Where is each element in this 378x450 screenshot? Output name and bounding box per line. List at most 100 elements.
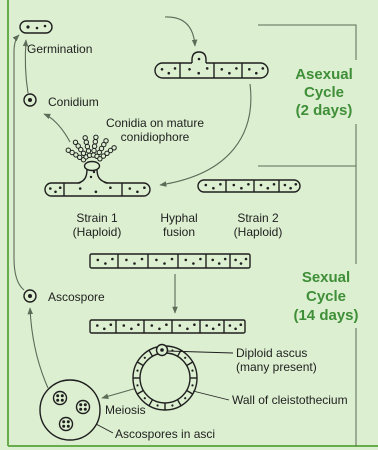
- nucleus-dot: [205, 324, 208, 327]
- ascospore-dot: [67, 425, 70, 428]
- wall-cell-nucleus: [144, 397, 146, 399]
- wall-cell-nucleus: [136, 370, 138, 372]
- conidium-bead: [73, 140, 77, 144]
- ascospore-nucleus: [28, 294, 32, 298]
- ascospore-dot: [79, 408, 82, 411]
- hyphal-fusion-label-line1: Hyphal: [160, 211, 197, 225]
- wall-cell-nucleus: [184, 357, 186, 359]
- nucleus-dot: [49, 187, 52, 190]
- nucleus-dot: [248, 68, 251, 71]
- wall-cell-nucleus: [191, 370, 193, 372]
- wall-leader: [193, 391, 229, 400]
- nucleus-dot: [234, 259, 237, 262]
- nucleus-dot: [96, 324, 99, 327]
- top-hypha-wall: [155, 63, 268, 78]
- conidiophore-to-conidium-arrow: [44, 114, 70, 142]
- conidium-label: Conidium: [48, 95, 99, 109]
- conidium-bead: [92, 144, 96, 148]
- nucleus-dot: [240, 323, 243, 326]
- nucleus-dot: [211, 259, 214, 262]
- conidium-spore: [24, 94, 36, 106]
- nucleus-dot: [240, 262, 243, 265]
- nucleus-dot: [240, 187, 243, 190]
- wall-cell-nucleus: [184, 397, 186, 399]
- top-hypha: [155, 63, 268, 78]
- ascospore-spore: [24, 290, 36, 302]
- conidiophore-label-line2: conidiophore: [121, 130, 190, 144]
- nucleus-dot: [295, 183, 298, 186]
- ascospores-in-asci-label: Ascospores in asci: [115, 427, 215, 441]
- nucleus-dot: [197, 72, 200, 75]
- nucleus-dot: [218, 323, 221, 326]
- nucleus-dot: [104, 262, 107, 265]
- conidium-bead: [104, 139, 108, 143]
- sexual-cycle-title-line2: Cycle: [306, 288, 346, 305]
- ascospore-dot: [84, 403, 87, 406]
- nucleus-dot: [110, 323, 113, 326]
- cleistothecium-outer-wall: [133, 346, 197, 410]
- conidium-bead: [94, 135, 98, 139]
- nucleus-dot: [212, 328, 215, 331]
- cleistothecium: [133, 346, 197, 410]
- nucleus-dot: [123, 324, 126, 327]
- nucleus-dot: [262, 67, 265, 70]
- fused-hypha: [90, 254, 250, 268]
- ascospore-dot: [62, 425, 65, 428]
- nucleus-dot: [26, 25, 29, 28]
- sexual-cycle-title-line1: Sexual: [302, 269, 350, 286]
- ascospore-to-germination-arrow: [14, 35, 24, 290]
- germination-to-hypha-arrow: [165, 17, 195, 46]
- conidiophore: [78, 162, 108, 185]
- strain-1-label-line1: Strain 1: [76, 211, 118, 225]
- nucleus-dot: [36, 27, 39, 30]
- ascospore-label: Ascospore: [48, 290, 105, 304]
- nucleus-dot: [192, 262, 195, 265]
- conidiophore-vesicle: [85, 162, 100, 171]
- cleistothecium-wall-label: Wall of cleistothecium: [232, 393, 348, 407]
- diploid-ascus: [157, 345, 168, 356]
- nucleus-dot: [233, 184, 236, 187]
- nucleus-dot: [79, 187, 82, 190]
- nucleus-dot: [133, 262, 136, 265]
- conidium-bead: [93, 140, 97, 144]
- nucleus-dot: [284, 184, 287, 187]
- nucleus-dot: [155, 259, 158, 262]
- conidium-bead: [83, 136, 87, 140]
- nucleus-dot: [93, 171, 95, 173]
- wall-cell-nucleus: [171, 404, 173, 406]
- nucleus-dot: [289, 187, 292, 190]
- conidium-bead: [66, 148, 70, 152]
- nucleus-dot: [165, 323, 168, 326]
- spore-wall: [20, 21, 52, 33]
- nucleus-dot: [97, 259, 100, 262]
- asci-leader: [96, 424, 113, 433]
- asexual-cycle-title-line1: Asexual: [295, 66, 353, 83]
- conidia-chains: [66, 135, 116, 162]
- nucleus-dot: [229, 324, 232, 327]
- nucleus-dot: [188, 68, 191, 71]
- nucleus-dot: [125, 259, 128, 262]
- nucleus-dot: [161, 68, 164, 71]
- ascus-nucleus: [160, 348, 164, 352]
- nucleus-dot: [103, 328, 106, 331]
- conidium-bead: [84, 140, 88, 144]
- nucleus-dot: [206, 67, 209, 70]
- nucleus-dot: [95, 191, 98, 194]
- nucleus-dot: [186, 328, 189, 331]
- nucleus-dot: [212, 187, 215, 190]
- ascospore-dot: [56, 394, 59, 397]
- nucleus-dot: [199, 258, 202, 261]
- nucleus-dot: [129, 187, 132, 190]
- nucleus-dot: [44, 25, 47, 28]
- nucleus-dot: [90, 176, 92, 178]
- fused-hypha-wall: [90, 254, 250, 268]
- ascospore-dot: [67, 420, 70, 423]
- strain-2-label-line1: Strain 2: [237, 211, 279, 225]
- wall-cell-nucleus: [136, 384, 138, 386]
- wall-cell-nucleus: [191, 384, 193, 386]
- meiosis-label: Meiosis: [105, 403, 146, 417]
- conidium-bead: [86, 149, 90, 153]
- nucleus-dot: [245, 258, 248, 261]
- nucleus-dot: [143, 186, 146, 189]
